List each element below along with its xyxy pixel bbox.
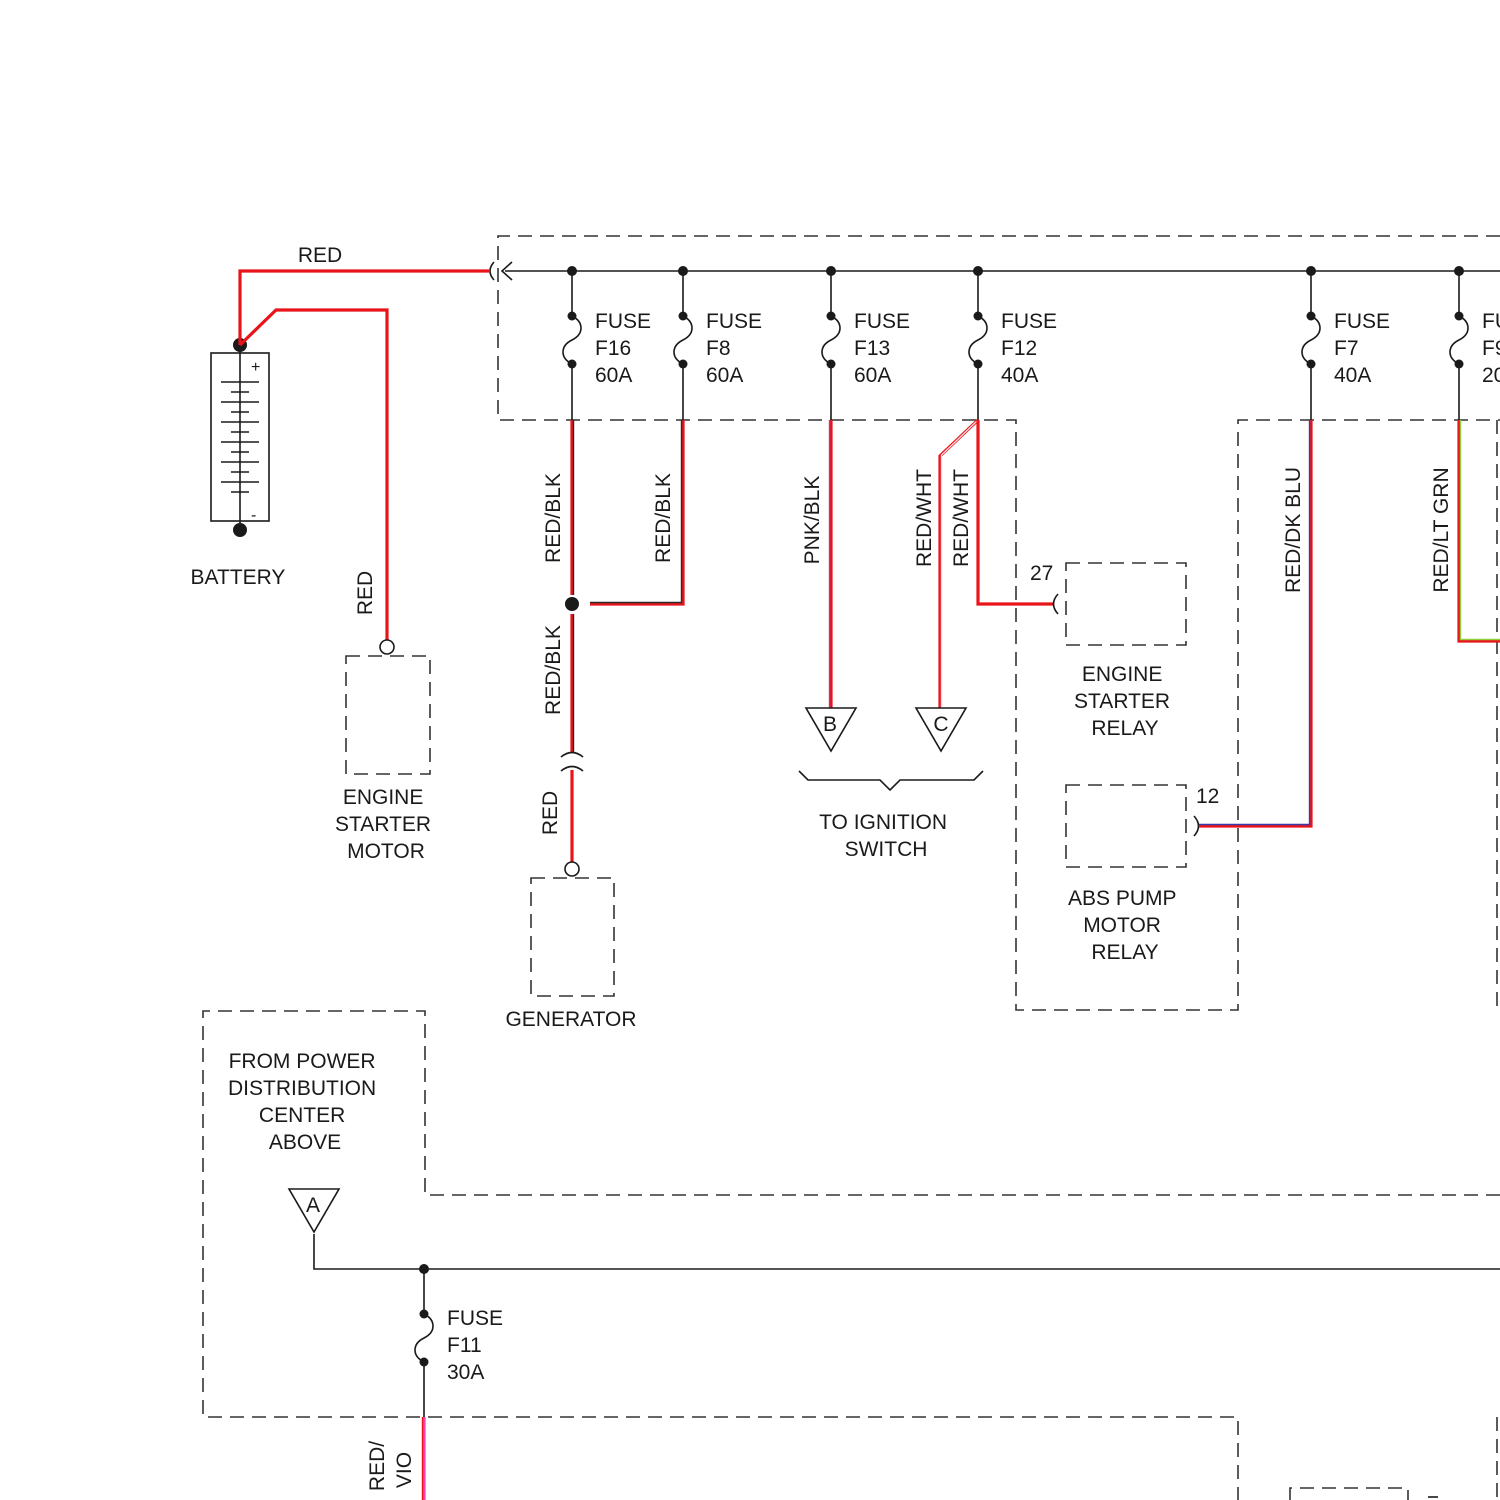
starter-relay-pin: 27 <box>1030 562 1053 585</box>
from-pdc-label: FROM POWER DISTRIBUTION CENTER ABOVE <box>228 1050 382 1154</box>
wire-label-f12-to-relay: RED/WHT <box>950 469 973 567</box>
battery-plus-sign: + <box>251 359 260 376</box>
wire-label-f12-to-c: RED/WHT <box>913 469 936 567</box>
battery-minus-sign: - <box>251 507 256 524</box>
wire-label-starter-feed: RED <box>354 571 377 615</box>
abs-relay-box <box>1066 785 1186 867</box>
generator-inline-connector <box>561 753 583 772</box>
wire-label-f11-line2: VIO <box>393 1452 416 1488</box>
battery-label: BATTERY <box>191 566 286 589</box>
wire-label-f7: RED/DK BLU <box>1282 467 1305 593</box>
wire-label-battery-feed: RED <box>298 244 342 267</box>
starter-relay-box <box>1066 563 1186 645</box>
abs-relay-connector <box>1194 816 1199 836</box>
wire-label-f13: PNK/BLK <box>801 476 824 565</box>
wire-f9-out <box>1459 420 1500 641</box>
wire-label-f9: RED/LT GRN <box>1430 467 1453 592</box>
bottom-component-fragment <box>1290 1488 1408 1500</box>
wire-battery-to-pdc <box>240 271 490 345</box>
fuse-label-f9: FUF920 <box>1482 310 1500 387</box>
wire-label-f11-line1: RED/ <box>366 1441 389 1491</box>
starter-motor-label: ENGINE STARTER MOTOR <box>335 786 437 863</box>
generator-box <box>531 878 614 996</box>
starter-relay-label: ENGINE STARTER RELAY <box>1074 663 1176 740</box>
connector-b-label: B <box>823 713 837 736</box>
ignition-brace <box>799 771 983 790</box>
pdc-outline-bottom <box>203 1011 1500 1500</box>
generator-label: GENERATOR <box>505 1008 636 1031</box>
wire-label-generator-upper: RED/BLK <box>542 625 565 715</box>
starter-motor-box <box>346 656 430 774</box>
ignition-switch-label: TO IGNITION SWITCH <box>819 811 953 861</box>
abs-relay-label: ABS PUMP MOTOR RELAY <box>1068 887 1182 964</box>
wire-label-f16: RED/BLK <box>542 473 565 563</box>
wire-label-f8: RED/BLK <box>652 473 675 563</box>
connector-a-label: A <box>306 1194 320 1217</box>
starter-motor-terminal <box>380 640 394 654</box>
splice-dot <box>565 597 579 611</box>
starter-relay-connector <box>1054 594 1059 614</box>
wire-label-generator-lower: RED <box>539 791 562 835</box>
connector-c-label: C <box>933 713 948 736</box>
generator-terminal <box>565 862 579 876</box>
wire-f9-stripe <box>1461 420 1500 640</box>
abs-relay-pin: 12 <box>1196 785 1219 808</box>
